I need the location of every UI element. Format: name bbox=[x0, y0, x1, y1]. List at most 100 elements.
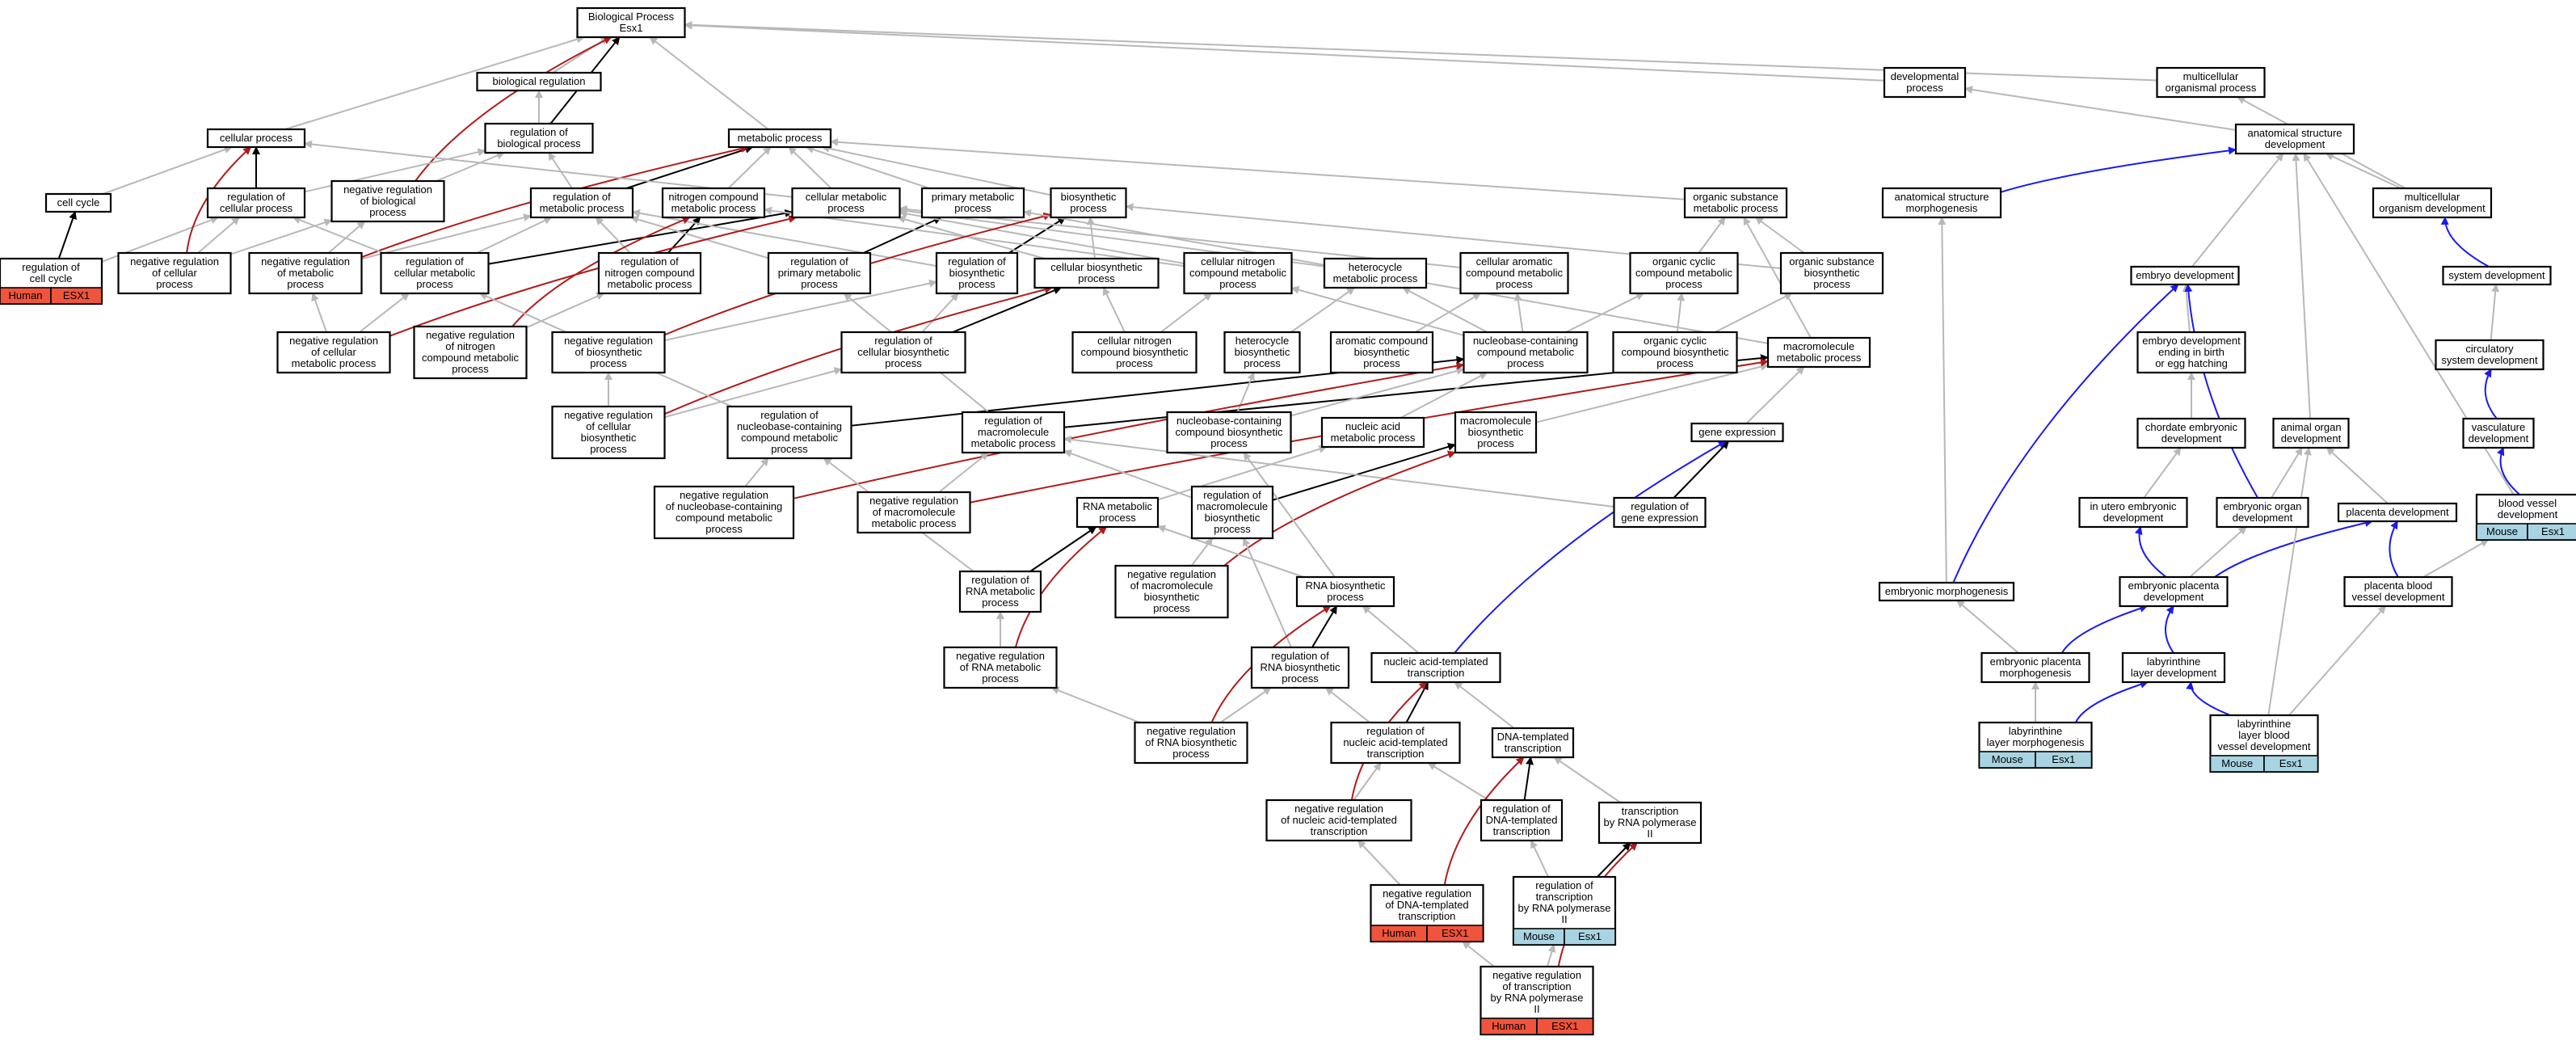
negatively-regulates-edge bbox=[1443, 756, 1525, 886]
node-label-line: RNA metabolic bbox=[966, 585, 1035, 597]
node-label-line: by RNA polymerase bbox=[1604, 816, 1697, 828]
node-label-line: regulation of bbox=[1631, 500, 1689, 512]
is-a-edge bbox=[1698, 217, 1726, 254]
node-label-line: cellular process bbox=[220, 202, 293, 214]
node-box bbox=[1250, 646, 1350, 689]
is-a-edge bbox=[1357, 840, 1401, 886]
node-label-line: process bbox=[1327, 591, 1364, 603]
node-label-line: cellular process bbox=[220, 132, 293, 144]
node-label-line: negative regulation bbox=[1492, 969, 1581, 981]
is-a-edge bbox=[361, 213, 532, 260]
node-label-line: multicellular bbox=[2183, 70, 2239, 82]
node-box bbox=[1491, 727, 1575, 759]
node-label-line: compound metabolic bbox=[1189, 267, 1286, 279]
is-a-edge bbox=[2271, 447, 2303, 499]
node-label-line: organic cyclic bbox=[1652, 255, 1716, 268]
is-a-edge bbox=[921, 293, 959, 333]
node-box bbox=[1033, 257, 1160, 289]
node-label-line: circulatory bbox=[2465, 343, 2514, 355]
node-label-line: metabolic process bbox=[1694, 202, 1778, 214]
node-label-line: nucleic acid-templated bbox=[1343, 736, 1447, 748]
node-label-line: biosynthetic bbox=[1235, 346, 1290, 358]
node-label-line: nucleobase-containing bbox=[1176, 415, 1282, 427]
node-label-line: process bbox=[1363, 357, 1400, 369]
node-label-line: chordate embryonic bbox=[2145, 421, 2238, 433]
node-label-line: embryonic morphogenesis bbox=[1885, 585, 2009, 597]
is-a-edge bbox=[436, 151, 505, 182]
gene-symbol-label: Esx1 bbox=[2541, 525, 2565, 537]
node-label-line: negative regulation bbox=[426, 329, 515, 341]
regulates-edge bbox=[488, 209, 793, 265]
node-box bbox=[1166, 411, 1292, 454]
go-term-node: placenta development bbox=[2337, 502, 2458, 523]
node-box bbox=[961, 411, 1066, 454]
node-label-line: process bbox=[1906, 82, 1943, 94]
is-a-edge bbox=[2325, 153, 2401, 189]
organism-label: Mouse bbox=[2486, 525, 2518, 537]
node-label-line: development bbox=[2281, 432, 2342, 445]
node-box bbox=[2462, 417, 2535, 449]
node-label-line: cellular nitrogen bbox=[1201, 255, 1275, 268]
node-label-line: process bbox=[954, 202, 991, 214]
node-label-line: organic cyclic bbox=[1644, 335, 1707, 347]
node-box bbox=[597, 251, 702, 295]
node-label-line: of nucleobase-containing bbox=[666, 500, 783, 512]
node-label-line: blood vessel bbox=[2498, 497, 2557, 509]
node-label-line: placenta development bbox=[2346, 506, 2449, 518]
is-a-edge bbox=[821, 144, 1051, 196]
node-label-line: regulation of bbox=[22, 261, 80, 273]
node-label-line: development bbox=[2469, 432, 2529, 445]
node-label-line: regulation of bbox=[406, 255, 464, 268]
node-label-line: negative regulation bbox=[564, 335, 653, 347]
node-label-line: metabolic process bbox=[671, 202, 756, 214]
node-label-line: macromolecule bbox=[1197, 500, 1268, 512]
part-of-edge bbox=[2389, 520, 2399, 578]
node-label-line: process bbox=[1099, 512, 1136, 524]
node-box bbox=[1883, 66, 1967, 99]
node-label-line: regulation of bbox=[984, 415, 1042, 427]
is-a-edge bbox=[684, 21, 1885, 82]
node-label-line: system development bbox=[2441, 354, 2538, 366]
node-label-line: cell cycle bbox=[30, 272, 73, 284]
node-label-line: Esx1 bbox=[620, 22, 643, 34]
is-a-edge bbox=[292, 216, 384, 254]
node-label-line: development bbox=[2498, 508, 2558, 520]
node-label-line: negative regulation bbox=[1294, 803, 1383, 815]
node-box bbox=[576, 6, 686, 39]
node-label-line: or egg hatching bbox=[2155, 357, 2228, 369]
node-box bbox=[248, 251, 363, 295]
is-a-edge bbox=[2490, 284, 2500, 341]
node-label-line: ending in birth bbox=[2158, 346, 2225, 358]
node-label-line: layer morphogenesis bbox=[1987, 736, 2085, 748]
go-term-node: regulation ofmacromoleculebiosyntheticpr… bbox=[1190, 485, 1274, 540]
gene-symbol-cell bbox=[1426, 925, 1484, 942]
node-label-line: process bbox=[369, 206, 406, 218]
is-a-edge bbox=[1715, 293, 1793, 333]
node-label-line: metabolic process bbox=[1331, 432, 1416, 444]
node-label-line: vasculature bbox=[2472, 421, 2525, 433]
node-label-line: RNA biosynthetic bbox=[1306, 579, 1386, 592]
node-label-line: in utero embryonic bbox=[2090, 500, 2177, 512]
is-a-edge bbox=[1160, 293, 1213, 333]
is-a-edge bbox=[1454, 681, 1515, 729]
node-box bbox=[1454, 411, 1538, 454]
